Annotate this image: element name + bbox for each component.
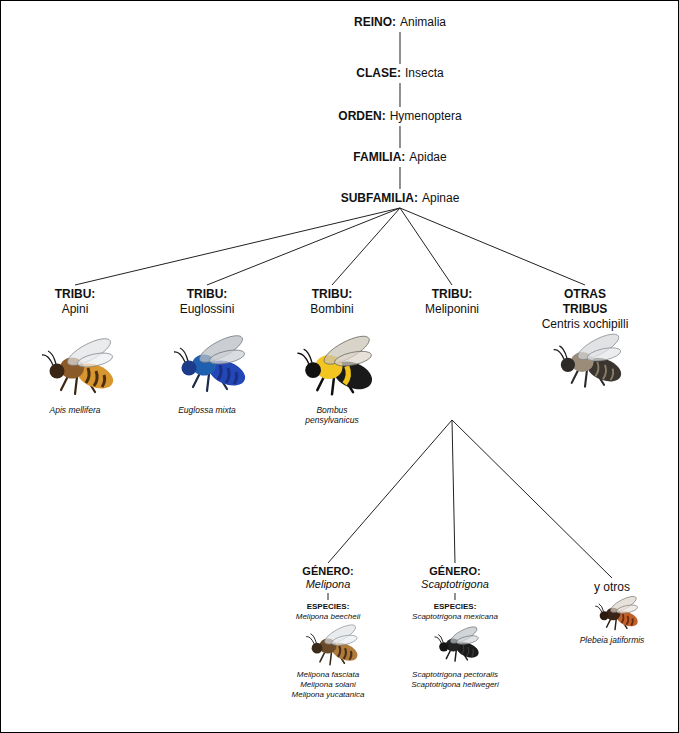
rank-label: FAMILIA: (353, 150, 405, 165)
tree-line (399, 126, 400, 148)
taxon-node: GÉNERO:Melipona (299, 563, 356, 593)
rank-label: REINO: (354, 15, 396, 30)
tree-line (399, 83, 400, 107)
rank-label: TRIBU: (425, 287, 479, 302)
genus-name: Melipona (302, 578, 353, 591)
species-name: Scaptotrigona pectoralis (411, 670, 499, 680)
bee-illustration (174, 331, 249, 391)
tree-line (400, 208, 452, 285)
taxon-name: Hymenoptera (390, 109, 462, 124)
tree-line (328, 420, 452, 563)
taxon-node: FAMILIA: Apidae (350, 148, 449, 167)
tree-line (452, 420, 455, 563)
species-name: Scaptotrigona hellwegeri (411, 680, 499, 690)
taxon-name: Euglossini (178, 302, 236, 317)
rank-label: TRIBU: (178, 287, 236, 302)
tree-line (400, 32, 401, 64)
species-name: Melipona yucatanica (292, 690, 365, 700)
rank-label: GÉNERO: (302, 565, 353, 578)
rank-label: OTRAS TRIBUS (563, 287, 608, 317)
rank-label: SUBFAMILIA: (341, 191, 418, 206)
species-caption: Euglossa mixta (178, 405, 236, 415)
tree-line (75, 208, 400, 285)
species-name: Melipona beecheii (292, 612, 365, 622)
species-caption: Plebeia jatiformis (580, 635, 645, 645)
taxon-name: Apinae (422, 191, 459, 206)
taxon-node: SUBFAMILIA: Apinae (338, 189, 463, 208)
rank-label: TRIBU: (49, 287, 100, 302)
species-caption: Apis mellifera (49, 405, 100, 415)
rank-label: ORDEN: (338, 109, 385, 124)
taxon-name: Apini (49, 302, 100, 317)
rank-label: CLASE: (356, 66, 401, 81)
taxon-name: Animalia (400, 15, 446, 30)
bee-illustration (42, 334, 117, 394)
tree-line (400, 208, 585, 285)
taxon-name: Apidae (409, 150, 446, 165)
taxon-node: TRIBU:Meliponini (422, 285, 482, 420)
tree-line (454, 593, 455, 600)
bee-illustration (595, 593, 640, 629)
species-name: Melipona fasciata (292, 670, 365, 680)
bee-illustration (297, 331, 376, 395)
taxon-node: ESPECIES:Scaptotrigona mexicanaScaptotri… (408, 600, 502, 692)
bee-illustration (435, 624, 481, 661)
taxon-node: ESPECIES:Melipona beecheiiMelipona fasci… (289, 600, 368, 702)
taxon-name: Meliponini (425, 302, 479, 317)
genus-name: Scaptotrigona (421, 578, 489, 591)
tree-line (207, 208, 400, 285)
bee-illustration (554, 329, 625, 386)
species-caption: Bombus pensylvanicus (300, 405, 364, 425)
rank-label: TRIBU: (300, 287, 364, 302)
taxon-node: CLASE: Insecta (353, 64, 446, 83)
taxon-name: Bombini (300, 302, 364, 317)
rank-label: ESPECIES: (292, 602, 365, 612)
rank-label: ESPECIES: (411, 602, 499, 612)
taxon-name: Centris xochipilli (542, 317, 629, 332)
taxon-node: y otrosPlebeia jatiformis (577, 578, 648, 647)
species-name: Scaptotrigona mexicana (411, 612, 499, 622)
taxon-node: TRIBU:EuglossiniEuglossa mixta (175, 285, 239, 417)
tree-line (399, 167, 400, 189)
taxon-node: GÉNERO:Scaptotrigona (418, 563, 492, 593)
rank-label: GÉNERO: (421, 565, 489, 578)
others-label: y otros (580, 580, 645, 595)
taxon-node: REINO: Animalia (351, 13, 449, 32)
tree-line (452, 420, 612, 578)
taxon-node: TRIBU:BombiniBombus pensylvanicus (297, 285, 367, 427)
taxon-node: OTRAS TRIBUSCentris xochipilli (539, 285, 632, 334)
bee-illustration (306, 621, 360, 664)
taxon-node: ORDEN: Hymenoptera (335, 107, 464, 126)
tree-line (328, 593, 329, 600)
taxon-name: Insecta (405, 66, 444, 81)
taxon-node: TRIBU:ApiniApis mellifera (46, 285, 103, 417)
species-name: Melipona solani (292, 680, 365, 690)
tree-line (332, 208, 400, 285)
